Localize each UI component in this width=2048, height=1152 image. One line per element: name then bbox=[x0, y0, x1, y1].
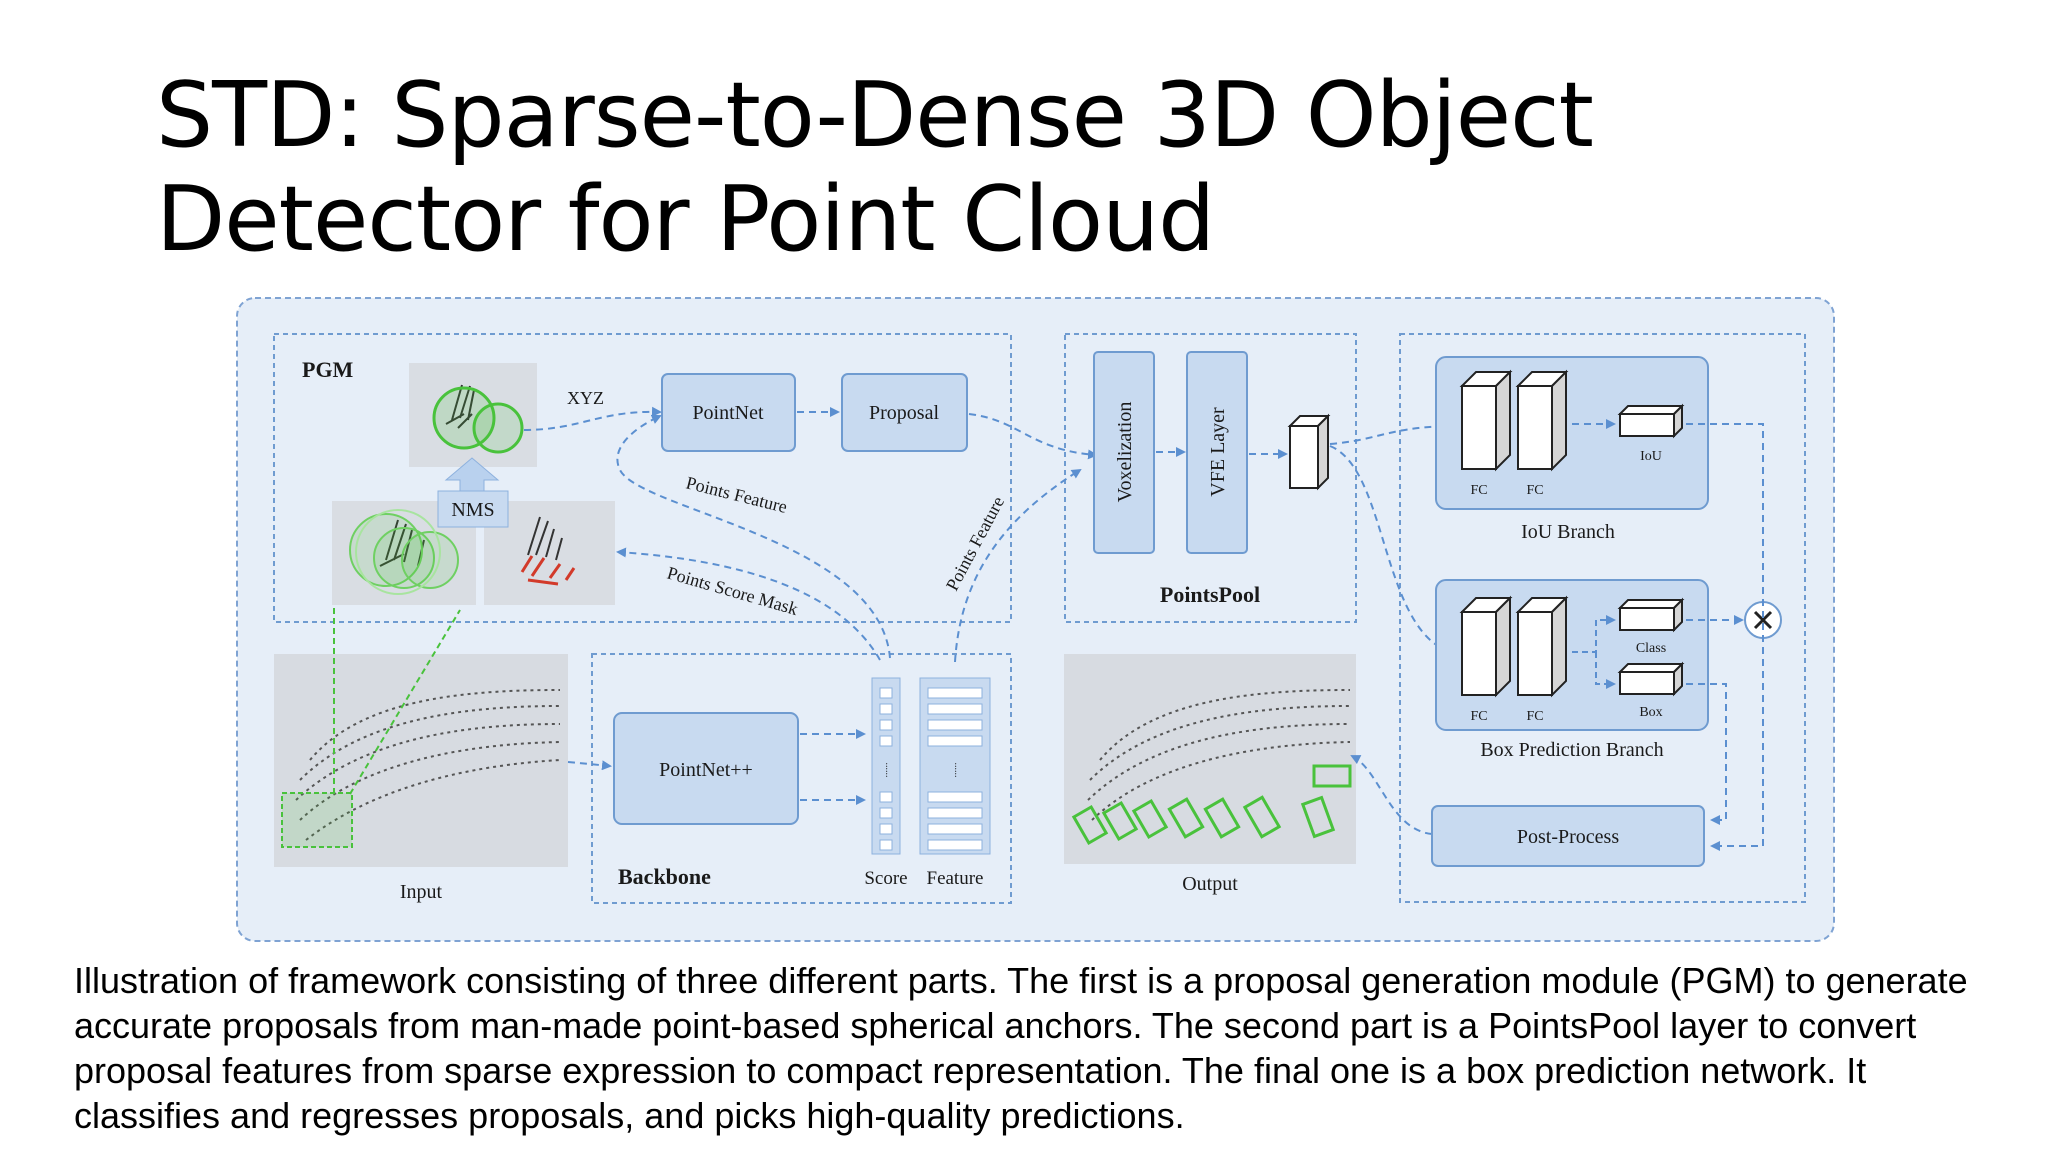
iou-output-cube bbox=[1617, 403, 1685, 439]
proposal-box bbox=[841, 373, 968, 452]
pgm-label: PGM bbox=[302, 357, 354, 382]
box-fc2-label: FC bbox=[1526, 709, 1543, 724]
multiply-icon bbox=[1753, 610, 1773, 630]
iou-branch-label: IoU Branch bbox=[1521, 521, 1615, 543]
voxelization-label: Voxelization bbox=[1114, 402, 1136, 503]
slide-title: STD: Sparse-to-Dense 3D Object Detector … bbox=[156, 63, 1594, 272]
post-to-output-arrow bbox=[1350, 755, 1433, 835]
box-branch-label: Box Prediction Branch bbox=[1480, 739, 1663, 761]
iou-fc1-cube bbox=[1459, 369, 1513, 472]
score-dots: ...... bbox=[883, 763, 894, 778]
vfe-layer-label: VFE Layer bbox=[1207, 407, 1229, 497]
post-process-box bbox=[1431, 805, 1705, 867]
points-feature-2-arrow bbox=[954, 468, 1082, 663]
feature-column: ...... bbox=[919, 677, 991, 855]
box-fc-split-arrow bbox=[1572, 615, 1616, 653]
input-label: Input bbox=[400, 881, 443, 903]
pointnetpp-box bbox=[613, 712, 799, 825]
output-label: Output bbox=[1182, 873, 1238, 895]
pointnet-box bbox=[661, 373, 796, 452]
pointnet-label: PointNet bbox=[692, 402, 764, 424]
box-to-post-arrow bbox=[1686, 683, 1727, 825]
box-fc1-label: FC bbox=[1470, 709, 1487, 724]
nms-box bbox=[437, 490, 509, 528]
score-column: ...... bbox=[871, 677, 901, 855]
output-thumbnail bbox=[1064, 654, 1356, 864]
pointnetpp-label: PointNet++ bbox=[659, 759, 753, 781]
box-fc2-cube bbox=[1515, 595, 1569, 698]
backbone-frame bbox=[591, 653, 1012, 904]
backbone-label: Backbone bbox=[618, 864, 711, 889]
pointspool-label: PointsPool bbox=[1160, 582, 1260, 607]
box-output-cube bbox=[1617, 661, 1685, 697]
feature-label: Feature bbox=[927, 868, 984, 889]
pointspool-frame bbox=[1064, 333, 1357, 623]
box-fc1-cube bbox=[1459, 595, 1513, 698]
iou-fc2-cube bbox=[1515, 369, 1569, 472]
pointspool-cube bbox=[1287, 413, 1331, 491]
iou-fc2-label: FC bbox=[1526, 483, 1543, 498]
iou-to-right-line bbox=[1686, 423, 1764, 851]
box-prediction-frame bbox=[1399, 333, 1806, 903]
voxelization-box bbox=[1093, 351, 1155, 554]
xyz-label: XYZ bbox=[567, 388, 604, 408]
feature-dots: ...... bbox=[952, 763, 963, 778]
score-label: Score bbox=[864, 868, 907, 889]
class-output-cube bbox=[1617, 597, 1685, 633]
proposal-label: Proposal bbox=[869, 402, 939, 424]
post-process-label: Post-Process bbox=[1517, 826, 1619, 848]
xyz-arrow bbox=[523, 406, 662, 431]
input-to-pgm-green-line-2 bbox=[349, 609, 461, 795]
pgm-top-thumbnail bbox=[409, 363, 537, 467]
points-feature-arrow bbox=[616, 414, 891, 659]
nms-label: NMS bbox=[451, 499, 494, 521]
vfe-layer-box bbox=[1186, 351, 1248, 554]
iou-fc1-label: FC bbox=[1470, 483, 1487, 498]
input-thumbnail bbox=[274, 654, 568, 867]
cube-to-box-arrow bbox=[1329, 445, 1460, 658]
diagram-caption: Illustration of framework consisting of … bbox=[74, 960, 1968, 1136]
box-label: Box bbox=[1639, 705, 1662, 720]
iou-label: IoU bbox=[1640, 449, 1662, 464]
box-fc-split-arrow-2 bbox=[1595, 652, 1616, 689]
class-label: Class bbox=[1636, 641, 1666, 656]
proposal-to-voxel-arrow bbox=[968, 413, 1098, 460]
